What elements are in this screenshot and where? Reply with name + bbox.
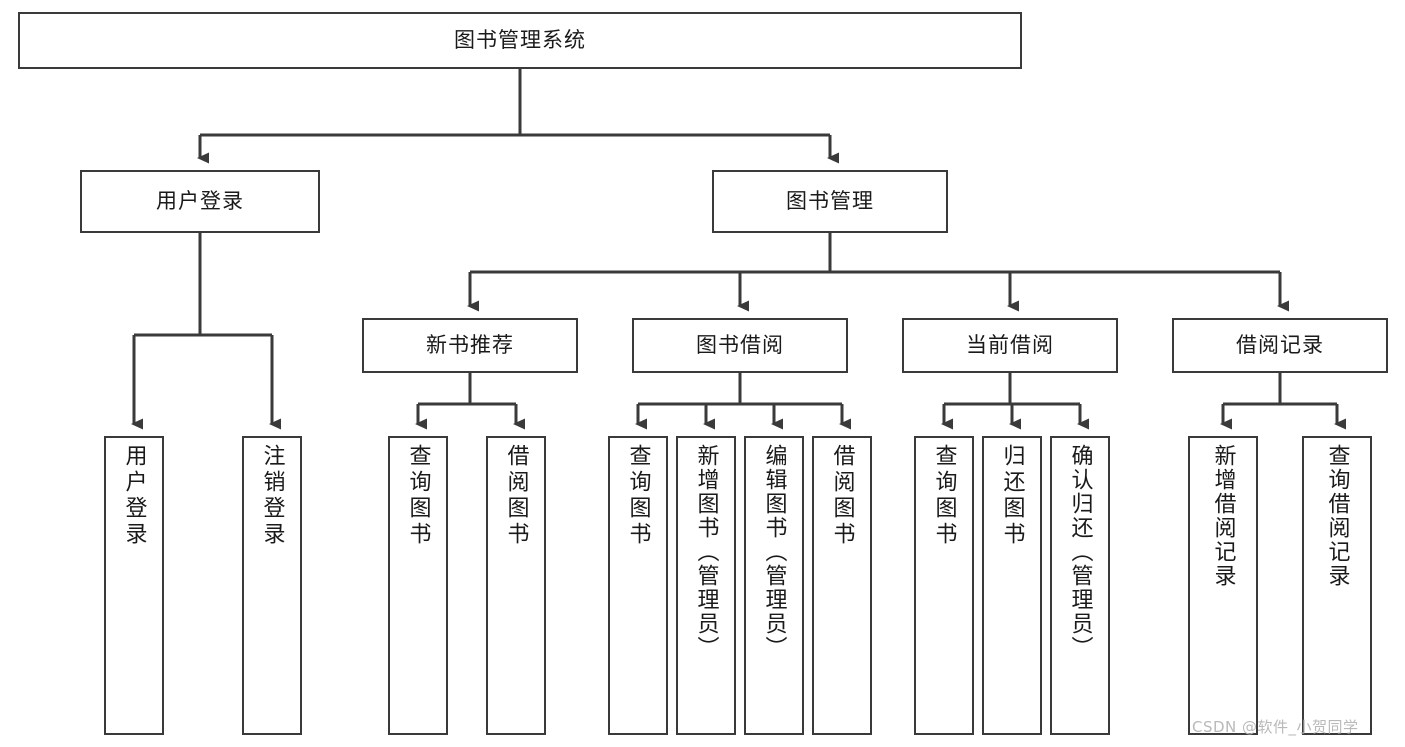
node-leaf-return-book[interactable]: 归还图书: [982, 436, 1042, 735]
node-leaf-query-record[interactable]: 查询借阅记录: [1302, 436, 1372, 735]
node-leaf-confirm-return[interactable]: 确认归还（管理员）: [1050, 436, 1110, 735]
node-new-book-rec-label: 新书推荐: [426, 333, 514, 358]
node-current-borrow[interactable]: 当前借阅: [902, 318, 1118, 373]
node-current-borrow-label: 当前借阅: [966, 333, 1054, 358]
node-book-borrow[interactable]: 图书借阅: [632, 318, 848, 373]
node-leaf-user-login-label: 用户登录: [121, 444, 147, 548]
node-leaf-add-record-label: 新增借阅记录: [1210, 444, 1236, 588]
node-leaf-query-book-3-label: 查询图书: [931, 444, 957, 548]
node-leaf-borrow-book-2[interactable]: 借阅图书: [812, 436, 872, 735]
node-leaf-user-logout[interactable]: 注销登录: [242, 436, 302, 735]
node-leaf-user-login[interactable]: 用户登录: [104, 436, 164, 735]
node-user-login-label: 用户登录: [156, 189, 244, 214]
node-leaf-edit-book[interactable]: 编辑图书（管理员）: [744, 436, 804, 735]
node-leaf-borrow-book-2-label: 借阅图书: [829, 444, 855, 548]
node-borrow-record[interactable]: 借阅记录: [1172, 318, 1388, 373]
node-leaf-confirm-return-label: 确认归还（管理员）: [1067, 444, 1093, 660]
node-leaf-add-record[interactable]: 新增借阅记录: [1188, 436, 1258, 735]
node-leaf-borrow-book-1-label: 借阅图书: [503, 444, 529, 548]
node-leaf-query-book-3[interactable]: 查询图书: [914, 436, 974, 735]
node-book-manage[interactable]: 图书管理: [712, 170, 948, 233]
node-leaf-user-logout-label: 注销登录: [259, 444, 285, 548]
node-leaf-query-book-2-label: 查询图书: [625, 444, 651, 548]
node-book-borrow-label: 图书借阅: [696, 333, 784, 358]
node-leaf-edit-book-label: 编辑图书（管理员）: [761, 444, 787, 660]
node-leaf-add-book-label: 新增图书（管理员）: [693, 444, 719, 660]
node-leaf-add-book[interactable]: 新增图书（管理员）: [676, 436, 736, 735]
node-leaf-borrow-book-1[interactable]: 借阅图书: [486, 436, 546, 735]
node-leaf-query-book-1[interactable]: 查询图书: [388, 436, 448, 735]
node-book-manage-label: 图书管理: [786, 189, 874, 214]
node-leaf-query-book-1-label: 查询图书: [405, 444, 431, 548]
node-user-login[interactable]: 用户登录: [80, 170, 320, 233]
node-leaf-query-record-label: 查询借阅记录: [1324, 444, 1350, 588]
node-root[interactable]: 图书管理系统: [18, 12, 1022, 69]
node-leaf-return-book-label: 归还图书: [999, 444, 1025, 548]
node-borrow-record-label: 借阅记录: [1236, 333, 1324, 358]
node-new-book-rec[interactable]: 新书推荐: [362, 318, 578, 373]
node-root-label: 图书管理系统: [454, 28, 586, 53]
watermark: CSDN @软件_小贺同学: [1192, 718, 1359, 736]
node-leaf-query-book-2[interactable]: 查询图书: [608, 436, 668, 735]
